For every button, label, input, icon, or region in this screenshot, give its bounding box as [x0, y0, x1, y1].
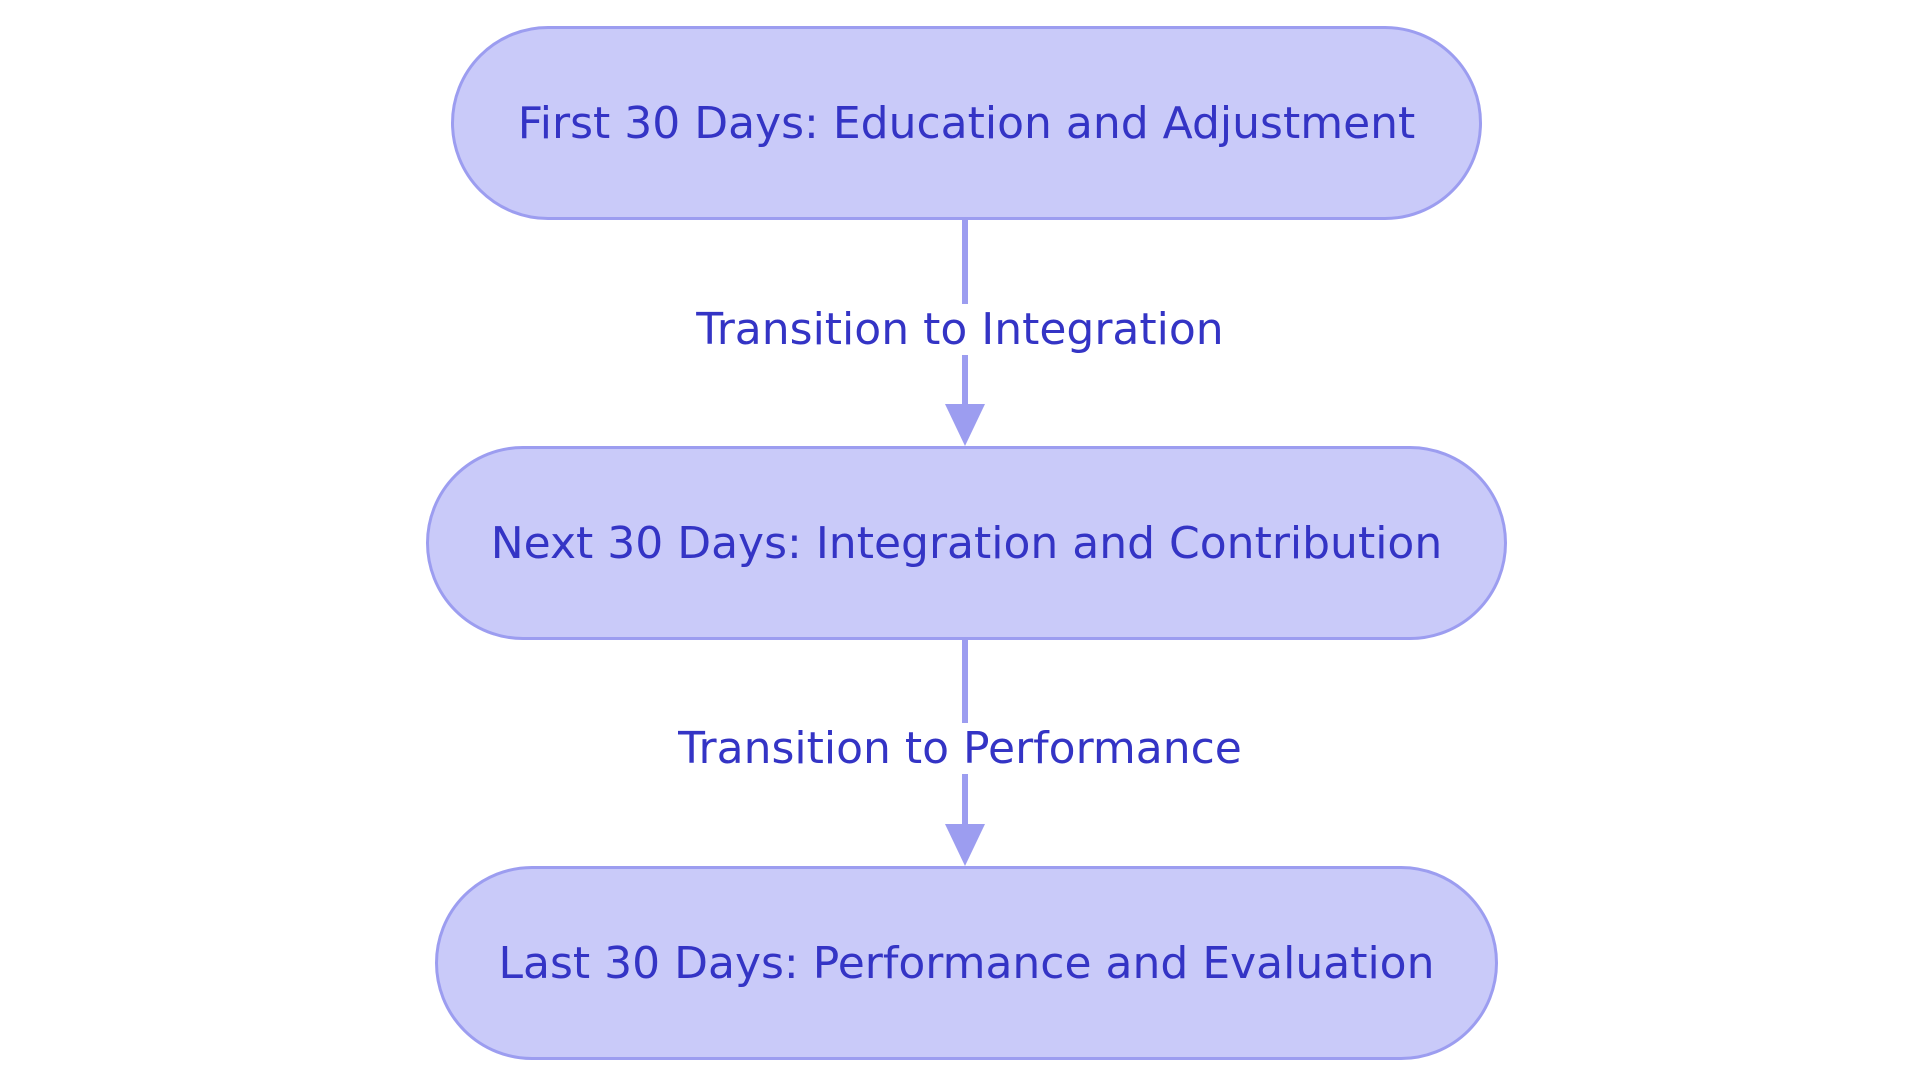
edge-label-transition-to-performance: Transition to Performance: [0, 719, 1920, 779]
arrowhead-down-icon: [945, 824, 985, 866]
node-first-30-days: First 30 Days: Education and Adjustment: [451, 26, 1482, 220]
node-next-30-days: Next 30 Days: Integration and Contributi…: [426, 446, 1507, 640]
node-label: First 30 Days: Education and Adjustment: [517, 97, 1416, 149]
edge-label-transition-to-integration: Transition to Integration: [0, 300, 1920, 360]
node-label: Last 30 Days: Performance and Evaluation: [498, 937, 1435, 989]
edge-label-text: Transition to Integration: [692, 304, 1228, 355]
arrowhead-down-icon: [945, 404, 985, 446]
node-label: Next 30 Days: Integration and Contributi…: [490, 517, 1443, 569]
edge-label-text: Transition to Performance: [674, 723, 1246, 774]
node-last-30-days: Last 30 Days: Performance and Evaluation: [435, 866, 1498, 1060]
